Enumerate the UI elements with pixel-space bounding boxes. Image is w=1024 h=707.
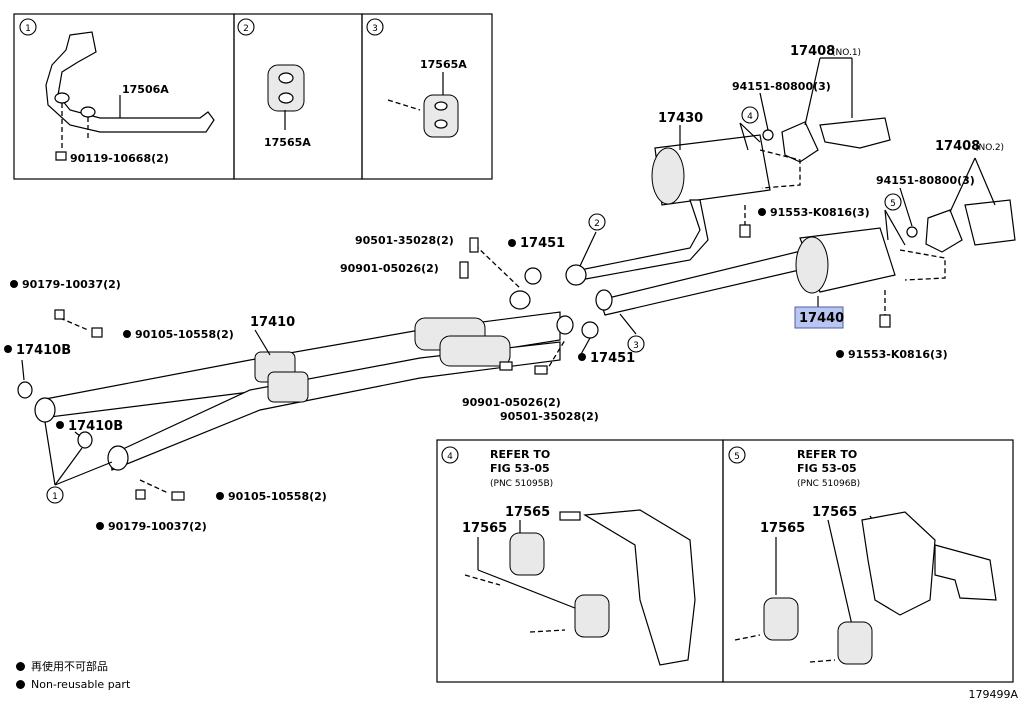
panel-5-refer-2: FIG 53-05: [797, 462, 857, 475]
hanger-17408-no2: [906, 199, 1016, 253]
inset-panel-3: 3 17565A: [361, 13, 493, 180]
hanger-17408-no1: [762, 117, 891, 163]
label-17408-no1: 17408: [790, 44, 835, 59]
label-91553-a: 91553-K0816(3): [770, 206, 870, 219]
label-17506A: 17506A: [122, 83, 169, 96]
panel-1-callout: 1: [25, 24, 31, 34]
inset-panel-5: 5 REFER TO FIG 53-05 (PNC 51096B) 17565 …: [722, 439, 1014, 683]
panel-5-refer-1: REFER TO: [797, 448, 857, 461]
panel-2-callout: 2: [243, 24, 249, 34]
label-17451-a: 17451: [520, 236, 565, 251]
label-17408-no1-sub: (NO.1): [832, 48, 861, 58]
label-90179-a: 90179-10037(2): [22, 278, 121, 291]
non-reusable-dot: [4, 345, 12, 353]
non-reusable-dot: [10, 280, 18, 288]
panel-3-callout: 3: [372, 24, 378, 34]
label-17410B-a: 17410B: [16, 343, 71, 358]
label-17410B-b: 17410B: [68, 419, 123, 434]
highlight-17440: [794, 306, 844, 329]
non-reusable-dot-icon: [16, 680, 25, 689]
panel-4-part-a: 17565: [462, 521, 507, 536]
label-17565A-p3: 17565A: [420, 58, 467, 71]
non-reusable-dot: [216, 492, 224, 500]
callout-1: 1: [52, 492, 58, 502]
non-reusable-dot: [56, 421, 64, 429]
legend-row-en: Non-reusable part: [16, 678, 130, 691]
non-reusable-dot: [758, 208, 766, 216]
non-reusable-dot: [578, 353, 586, 361]
non-reusable-dot-icon: [16, 661, 25, 671]
label-17440: 17440: [799, 311, 844, 326]
non-reusable-dot: [96, 522, 104, 530]
label-90179-b: 90179-10037(2): [108, 520, 207, 533]
legend-jp-text: 再使用不可部品: [31, 660, 108, 673]
inset-panel-1: 1 17506A 90119-10668(2): [13, 13, 235, 180]
label-91553-b: 91553-K0816(3): [848, 348, 948, 361]
callout-3: 3: [633, 341, 639, 351]
panel-5-callout: 5: [734, 452, 740, 462]
non-reusable-dot: [123, 330, 131, 338]
panel-5-part-b: 17565: [812, 505, 857, 520]
label-90901-a: 90901-05026(2): [340, 262, 439, 275]
non-reusable-dot: [508, 239, 516, 247]
panel-4-callout: 4: [447, 452, 453, 462]
label-94151-b: 94151-80800(3): [876, 174, 975, 187]
figure-id: 179499A: [968, 688, 1018, 701]
label-17410: 17410: [250, 315, 295, 330]
legend-row-jp: 再使用不可部品: [16, 658, 130, 674]
panel-5-pnc: (PNC 51096B): [797, 479, 860, 489]
label-17451-b: 17451: [590, 351, 635, 366]
inset-panel-2: 2 17565A: [233, 13, 363, 180]
label-17408-no2: 17408: [935, 139, 980, 154]
tail-pipe-17440: [595, 227, 896, 316]
panel-4-pnc: (PNC 51095B): [490, 479, 553, 489]
panel-4-refer-1: REFER TO: [490, 448, 550, 461]
label-90501-a: 90501-35028(2): [355, 234, 454, 247]
panel-4-part-b: 17565: [505, 505, 550, 520]
label-90901-b: 90901-05026(2): [462, 396, 561, 409]
non-reusable-dot: [836, 350, 844, 358]
legend: 再使用不可部品 Non-reusable part: [16, 658, 130, 695]
label-90119: 90119-10668(2): [70, 152, 169, 165]
panel-4-refer-2: FIG 53-05: [490, 462, 550, 475]
callout-4: 4: [747, 112, 753, 122]
label-90105-a: 90105-10558(2): [135, 328, 234, 341]
panel-5-part-a: 17565: [760, 521, 805, 536]
callout-5: 5: [890, 199, 896, 209]
center-pipe-17430: [565, 134, 771, 286]
front-pipe-17410: [34, 290, 574, 471]
label-17408-no2-sub: (NO.2): [975, 143, 1004, 153]
callout-2: 2: [594, 219, 600, 229]
inset-panel-4: 4 REFER TO FIG 53-05 (PNC 51095B) 17565 …: [436, 439, 724, 683]
label-17430: 17430: [658, 111, 703, 126]
label-17565A-p2: 17565A: [264, 136, 311, 149]
label-90105-b: 90105-10558(2): [228, 490, 327, 503]
legend-en-text: Non-reusable part: [31, 678, 131, 691]
label-94151-a: 94151-80800(3): [732, 80, 831, 93]
label-90501-b: 90501-35028(2): [500, 410, 599, 423]
